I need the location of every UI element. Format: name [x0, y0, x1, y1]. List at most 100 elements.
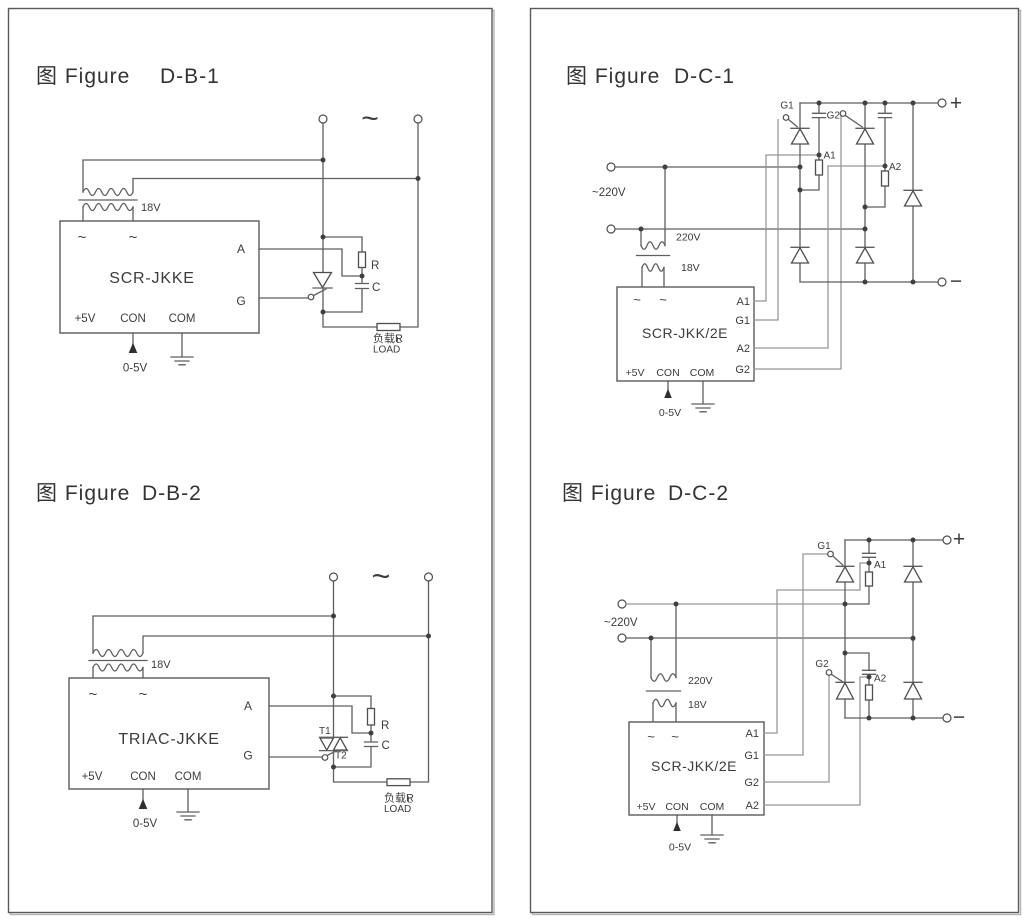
- junction-dots: [320, 157, 421, 315]
- resistor-symbol: [366, 707, 376, 726]
- gate-terminal: [307, 293, 315, 301]
- wire-secondary-to-ac1: [92, 615, 335, 654]
- load-label-sub: L: [397, 335, 402, 345]
- load-label-en: LOAD: [384, 804, 411, 815]
- diode-symbol: [855, 246, 875, 264]
- control-voltage-label: 0-5V: [123, 363, 148, 375]
- ground-icon: [170, 332, 194, 366]
- junction-dot: [866, 537, 872, 543]
- module-pin-con: CON: [120, 313, 146, 325]
- wire-a-pin: [268, 705, 372, 734]
- junction-dot: [816, 152, 822, 158]
- wire-ac-right: [399, 122, 419, 328]
- diode-symbol: [790, 246, 810, 264]
- junction-dot: [910, 537, 916, 543]
- snubber1-return: [844, 585, 870, 605]
- junction-dot: [862, 279, 868, 285]
- secondary-voltage-label: 18V: [681, 262, 700, 274]
- output-minus-terminal: [937, 277, 947, 287]
- load-label-cn: 负载R: [373, 331, 403, 345]
- transformer-secondary-coil: [652, 698, 677, 708]
- snubber1-resistor: [814, 159, 824, 176]
- load-label-sub: L: [408, 795, 413, 805]
- route-g2: [753, 115, 842, 370]
- scr2-symbol: [855, 127, 875, 145]
- gate2-terminal: [839, 110, 847, 117]
- load-resistor-symbol: [386, 778, 411, 787]
- module-name: SCR-JKKE: [109, 270, 195, 287]
- route-g1: [763, 553, 829, 756]
- gate-lead: [312, 288, 327, 297]
- scr-symbol: [312, 271, 333, 289]
- module-pin-a2: A2: [737, 343, 750, 355]
- triac-symbol-left: [318, 737, 335, 752]
- diode1-symbol: [903, 565, 923, 583]
- snubber2-resistor: [880, 170, 890, 187]
- junction-dot: [910, 635, 916, 641]
- transformer-primary-coil: [82, 187, 134, 197]
- transformer-secondary-leads: [641, 266, 665, 288]
- load-label-en: LOAD: [373, 345, 400, 356]
- input-arrow-icon: [138, 798, 148, 809]
- input-arrow-icon: [664, 388, 672, 398]
- module-pin-com: COM: [175, 771, 202, 783]
- junction-dot: [910, 715, 916, 721]
- module-box: [59, 220, 260, 334]
- ac-terminal-left: [318, 114, 328, 124]
- junction-dot: [648, 635, 654, 641]
- module-pin-a2: A2: [746, 800, 759, 812]
- snubber2-resistor: [864, 684, 874, 701]
- transformer-voltage-label: 18V: [151, 659, 171, 671]
- gate2-lead: [844, 114, 864, 128]
- module-pin-com: COM: [690, 367, 715, 379]
- gate2-label: G2: [815, 659, 829, 670]
- figure-number: D-B-2: [142, 482, 202, 505]
- capacitor-label: C: [382, 740, 390, 752]
- module-pin-g2: G2: [735, 364, 750, 376]
- figure-title: 图 Figure: [566, 65, 660, 88]
- junction-dot: [426, 633, 431, 639]
- wire-ac-left-lower: [332, 749, 388, 783]
- module-pin-ac2: ~: [659, 292, 667, 307]
- snubber-top-wire: [332, 695, 372, 710]
- gate1-label: G1: [817, 541, 831, 552]
- control-voltage-label: 0-5V: [669, 842, 691, 854]
- secondary-voltage-label: 18V: [688, 699, 707, 711]
- figure-d-c-1: 图 Figure D-C-1 ~220V 220V 18V ~ ~ SCR-JK…: [566, 65, 962, 419]
- junction-dot: [816, 100, 822, 106]
- module-pin-g1: G1: [735, 315, 750, 327]
- dc-minus-rail: [799, 262, 939, 283]
- route-g2: [763, 674, 830, 783]
- control-voltage-label: 0-5V: [133, 818, 158, 830]
- transformer-primary-coil: [650, 673, 677, 682]
- module-pin-5v: +5V: [637, 801, 656, 813]
- mains-voltage-label: ~220V: [592, 187, 626, 199]
- module-pin-g: G: [236, 294, 245, 308]
- right-panel: [529, 7, 1020, 914]
- output-plus-label: +: [950, 92, 962, 115]
- gate2-terminal: [825, 669, 833, 676]
- junction-dot: [862, 100, 868, 106]
- module-pin-a: A: [244, 699, 252, 713]
- module-name: SCR-JKK/2E: [651, 758, 737, 774]
- snubber1-cap: [861, 539, 877, 573]
- module-pin-a: A: [237, 242, 245, 256]
- junction-dot: [331, 613, 336, 619]
- wire-secondary-to-ac1: [82, 159, 324, 193]
- ac-terminal-right: [413, 114, 423, 124]
- module-pin-ac2: ~: [129, 229, 138, 246]
- module-name: SCR-JKK/2E: [642, 325, 728, 341]
- capacitor-label: C: [372, 282, 380, 294]
- module-pin-con: CON: [656, 367, 679, 379]
- figure-d-b-1: 图 Figure D-B-1 18V ~ ~ SCR-JKKE A G +5V …: [36, 65, 423, 375]
- junction-dot: [797, 187, 803, 193]
- module-pin-ac1: ~: [78, 229, 87, 246]
- figure-title: 图 Figure: [562, 482, 656, 505]
- output-plus-terminal: [937, 98, 947, 108]
- junction-dots: [331, 613, 431, 770]
- junction-dot: [331, 693, 336, 699]
- node-a2-label: A2: [889, 162, 902, 173]
- junction-dot: [866, 560, 872, 566]
- primary-voltage-label: 220V: [688, 675, 713, 687]
